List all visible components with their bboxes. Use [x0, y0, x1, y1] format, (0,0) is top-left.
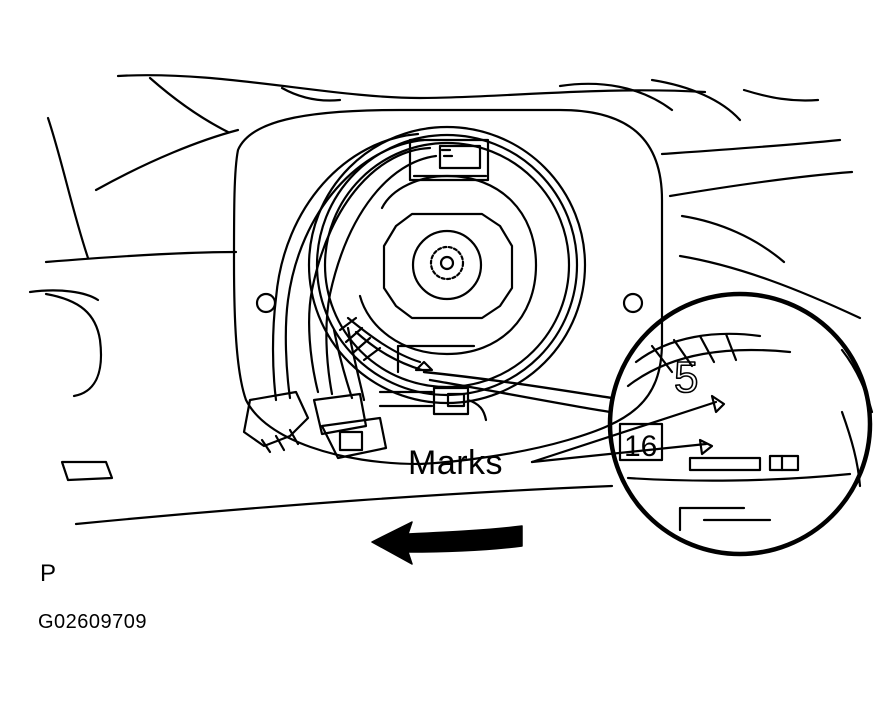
figure-code: G02609709: [38, 611, 148, 633]
marks-pointer-lower: [530, 442, 708, 464]
cover-screw-hole-left: [255, 292, 277, 314]
marks-label: Marks: [408, 444, 504, 482]
view-letter: P: [40, 560, 57, 587]
wire-harness: [242, 132, 454, 460]
spiral-cable-hub: [411, 229, 483, 301]
top-connector: [408, 138, 490, 182]
connector-left: [242, 390, 310, 448]
cover-screw-hole-right: [622, 292, 644, 314]
detail-inset: [607, 291, 873, 557]
hub-splines: [429, 245, 465, 281]
leader-to-inset: [422, 370, 614, 400]
inset-mark-lower: [698, 438, 714, 456]
rotation-arrow: [371, 521, 523, 565]
marks-pointer-upper: [530, 400, 718, 464]
cable-alignment-mark: [414, 360, 434, 372]
connector-middle: [312, 392, 368, 436]
inset-mark-upper: [710, 394, 726, 414]
inset-number-5: 5: [674, 353, 698, 402]
connector-right: [320, 416, 388, 460]
spiral-cable: [307, 125, 587, 422]
inset-number-16: 16: [624, 430, 657, 463]
